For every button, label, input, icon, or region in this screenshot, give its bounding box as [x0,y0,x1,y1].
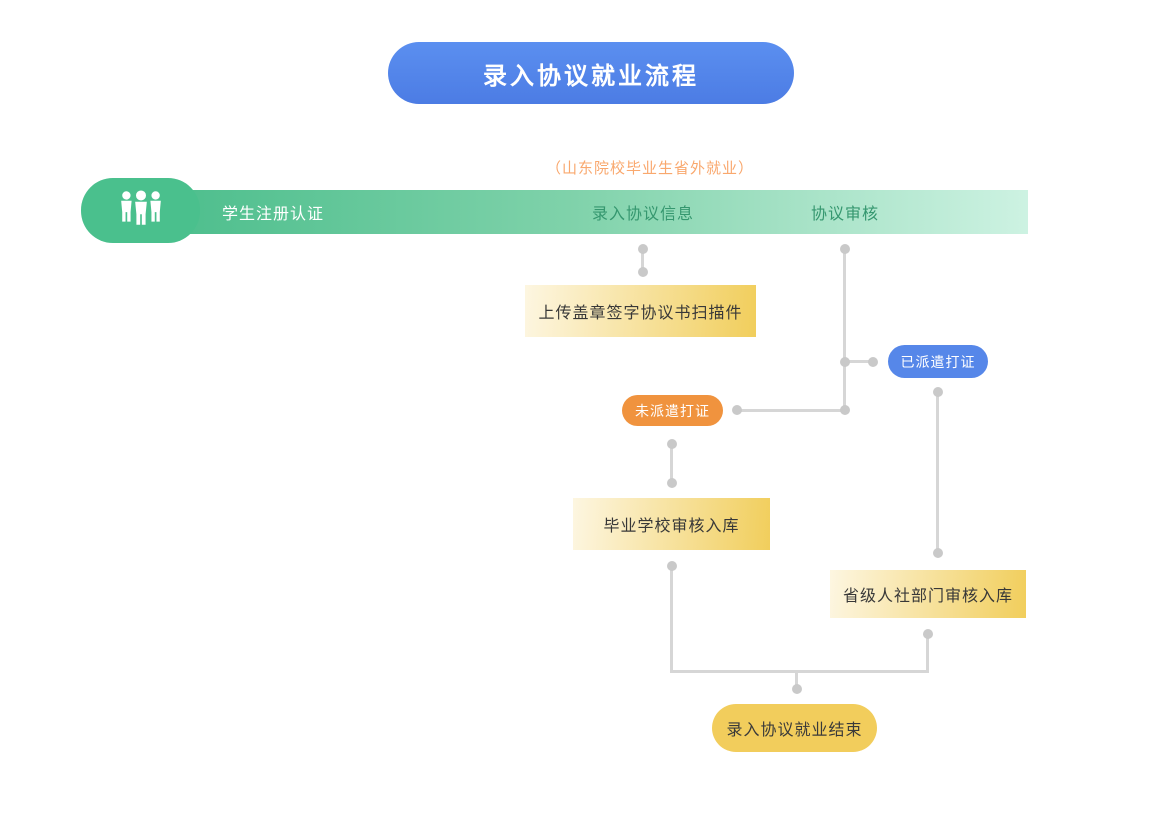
node-not-dispatched-label: 未派遣打证 [635,402,710,419]
connector-line [926,634,929,673]
node-upload-scan-box: 上传盖章签字协议书扫描件 [525,285,756,337]
connector-dot [933,387,943,397]
connector-dot [792,684,802,694]
connector-line [641,249,644,273]
connector-dot [667,439,677,449]
connector-dot [923,629,933,639]
connector-line [795,673,798,686]
connector-line [670,443,673,484]
connector-line [670,565,673,673]
connector-dot [840,244,850,254]
connector-dot [638,244,648,254]
flow-title: 录入协议就业流程 [483,62,699,90]
node-upload-scan-label: 上传盖章签字协议书扫描件 [538,305,743,322]
connector-dot [868,357,878,367]
node-school-review-box: 毕业学校审核入库 [573,498,770,550]
node-provincial-review-label: 省级人社部门审核入库 [842,588,1013,605]
connector-dot [638,267,648,277]
connector-line [845,360,873,363]
connector-dot [732,405,742,415]
users-group-icon [117,190,165,231]
connector-dot [667,478,677,488]
flow-title-pill: 录入协议就业流程 [388,42,794,104]
node-end-pill: 录入协议就业结束 [712,704,877,752]
connector-dot [667,561,677,571]
connector-dot [840,357,850,367]
connector-line [936,392,939,554]
node-provincial-review-box: 省级人社部门审核入库 [830,570,1026,618]
node-not-dispatched-pill: 未派遣打证 [622,395,723,426]
node-dispatched-pill: 已派遣打证 [888,345,988,378]
stage-icon-bubble [81,178,200,243]
node-end-label: 录入协议就业结束 [726,722,863,739]
connector-dot [840,405,850,415]
node-dispatched-label: 已派遣打证 [900,353,976,370]
connector-line [670,670,929,673]
connector-dot [933,548,943,558]
flow-subtitle: （山东院校毕业生省外就业） [545,160,755,177]
stage-label-student-register: 学生注册认证 [222,206,325,223]
connector-line [737,409,846,412]
connector-line [843,249,846,412]
stage-bar [145,190,1028,234]
node-school-review-label: 毕业学校审核入库 [603,518,740,535]
stage-label-agreement-review: 协议审核 [810,206,880,223]
stage-label-enter-agreement: 录入协议信息 [591,206,695,223]
